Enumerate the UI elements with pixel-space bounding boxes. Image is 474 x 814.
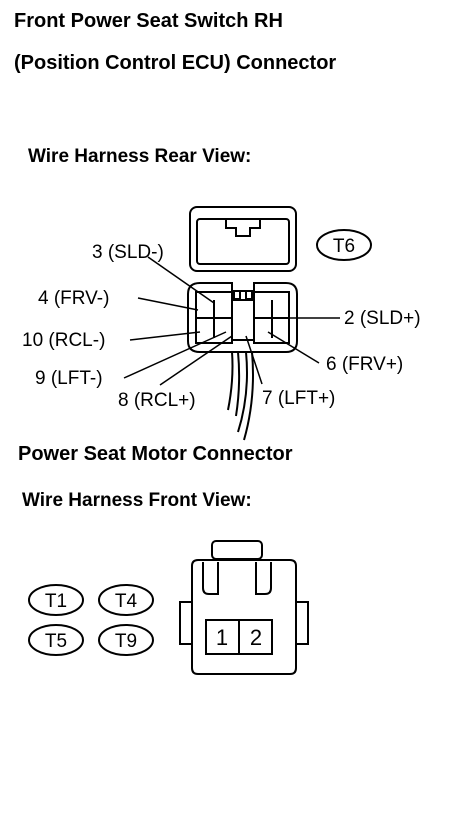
pin-label-7: 7 (LFT+) bbox=[262, 388, 335, 409]
connector-code-oval bbox=[316, 229, 372, 261]
front-view-label: Wire Harness Front View: bbox=[22, 490, 252, 511]
pin-label-10: 10 (RCL-) bbox=[22, 330, 105, 351]
upper-connector-shell bbox=[189, 206, 297, 272]
wire-harness bbox=[227, 351, 254, 441]
leader-lines bbox=[123, 256, 340, 386]
motor-code-2: T4 bbox=[115, 591, 138, 612]
motor-code-ovals bbox=[28, 584, 154, 656]
motor-pin-1: 1 bbox=[216, 625, 228, 650]
connector-code: T6 bbox=[333, 236, 355, 257]
motor-code-4: T9 bbox=[115, 631, 137, 652]
motor-code-3: T5 bbox=[45, 631, 67, 652]
pin-label-4: 4 (FRV-) bbox=[38, 288, 109, 309]
title-line-2: (Position Control ECU) Connector bbox=[14, 52, 337, 74]
pin-label-6: 6 (FRV+) bbox=[326, 354, 403, 375]
rear-view-label: Wire Harness Rear View: bbox=[28, 146, 252, 167]
pin-label-2: 2 (SLD+) bbox=[344, 308, 421, 329]
motor-connector-title: Power Seat Motor Connector bbox=[18, 443, 293, 465]
motor-pin-2: 2 bbox=[250, 625, 262, 650]
rear-connector-body bbox=[187, 282, 298, 353]
pin-label-8: 8 (RCL+) bbox=[118, 390, 196, 411]
motor-code-1: T1 bbox=[45, 591, 67, 612]
title-line-1: Front Power Seat Switch RH bbox=[14, 10, 283, 32]
pin-label-3: 3 (SLD-) bbox=[92, 242, 164, 263]
pin-label-9: 9 (LFT-) bbox=[35, 368, 103, 389]
motor-connector-body bbox=[179, 540, 309, 675]
